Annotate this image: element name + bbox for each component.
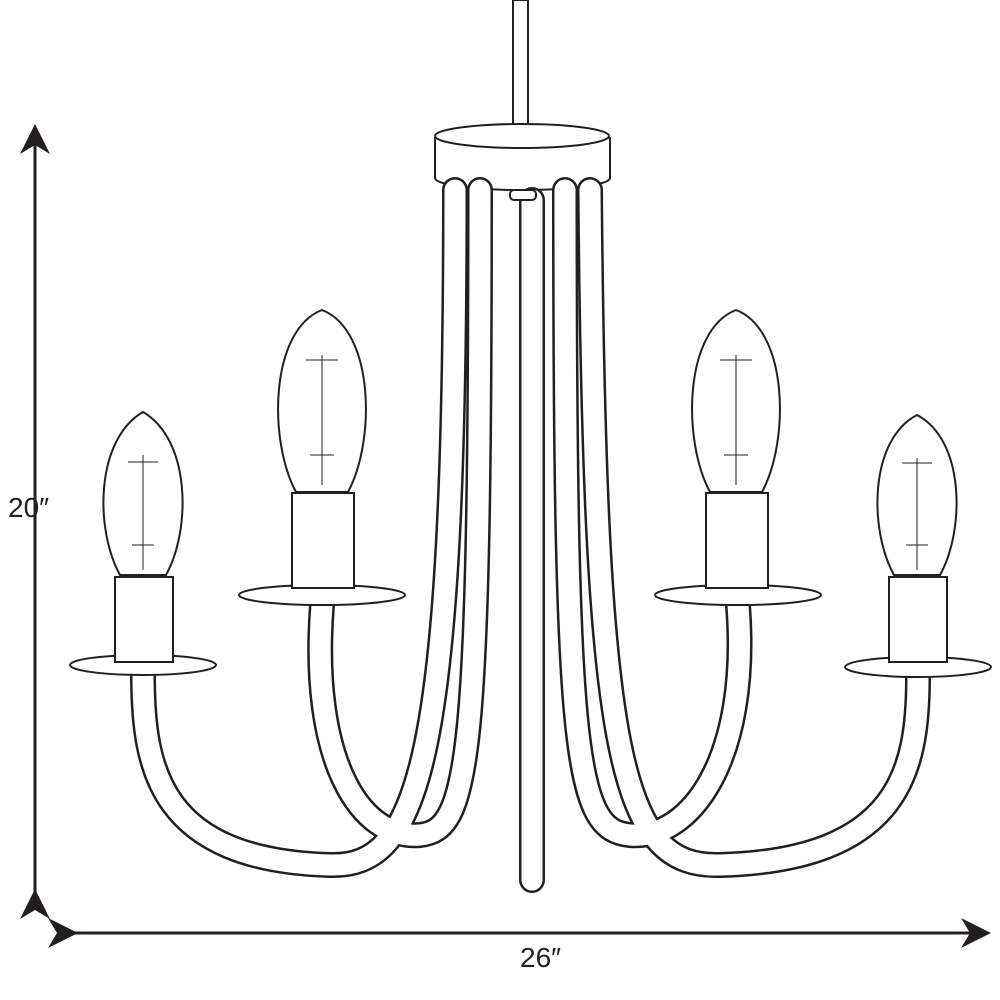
hanging-rod bbox=[512, 0, 529, 131]
chandelier bbox=[69, 0, 992, 893]
height-dimension-label: 20″ bbox=[8, 492, 50, 523]
bulb-outer-left bbox=[69, 410, 217, 676]
width-dimension-label: 26″ bbox=[520, 942, 562, 973]
bulb-inner-left bbox=[238, 308, 406, 606]
arms bbox=[130, 177, 931, 893]
bulb-inner-right bbox=[654, 308, 822, 606]
bulb-outer-right bbox=[844, 413, 992, 678]
